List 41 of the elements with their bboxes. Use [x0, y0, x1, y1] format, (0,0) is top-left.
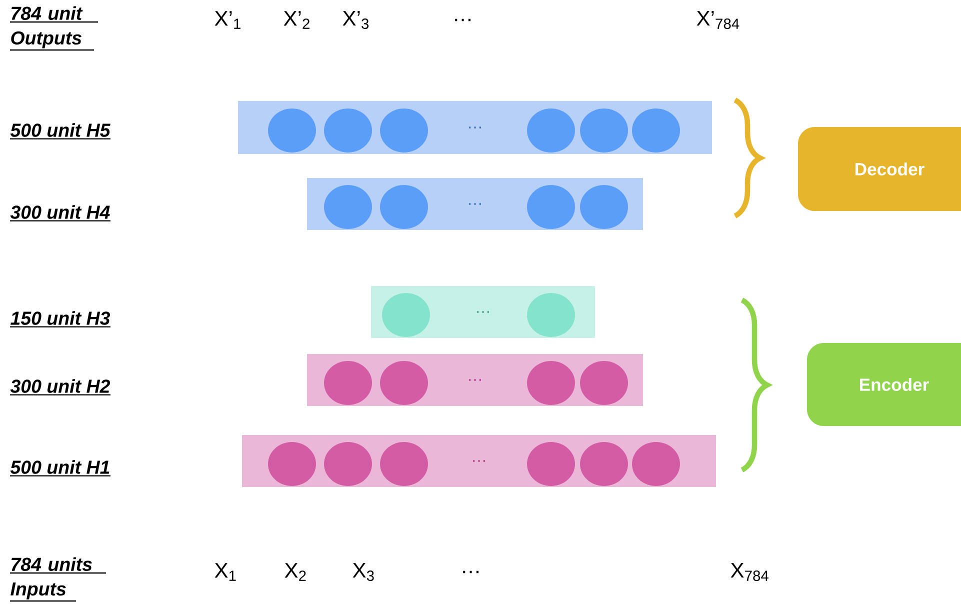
neuron-circle — [632, 442, 680, 486]
layer-label: 500 unit H1 — [10, 460, 110, 476]
unit-label: X$_{2}$ — [284, 563, 306, 581]
unit-label: X’$_{2}$ — [284, 11, 310, 29]
unit-label: … — [455, 18, 470, 22]
neuron-circle — [380, 361, 428, 405]
label-box: Decoder — [798, 127, 961, 211]
neuron-circle — [527, 442, 575, 486]
unit-label: X$_{1}$ — [214, 563, 236, 581]
neuron-circle — [580, 361, 628, 405]
unit-label: X$_{3}$ — [352, 563, 374, 581]
neuron-circle — [580, 108, 628, 152]
neuron-circle — [380, 108, 428, 152]
unit-label: X’$_{1}$ — [214, 11, 240, 29]
neuron-circle — [324, 442, 372, 486]
neuron-circle — [380, 442, 428, 486]
neuron-circle — [380, 185, 428, 229]
unit-label: X’$_{784}$ — [696, 11, 740, 29]
unit-label: … — [463, 570, 478, 574]
neuron-circle — [324, 185, 372, 229]
neuron-circle — [580, 185, 628, 229]
layer-label: 150 unit H3 — [10, 311, 110, 328]
neuron-circle — [324, 361, 372, 405]
neuron-circle — [632, 108, 680, 152]
unit-label: X’$_{3}$ — [342, 11, 369, 29]
layer-label: 784 units Inputs — [10, 557, 106, 602]
label-box: Encoder — [807, 343, 961, 426]
layer-label: 784 unit Outputs — [10, 6, 98, 51]
layer-label: 300 unit H4 — [10, 205, 110, 222]
neuron-circle — [527, 293, 575, 337]
neuron-circle — [527, 108, 575, 152]
neuron-circle — [527, 361, 575, 405]
layer-label: 300 unit H2 — [10, 379, 110, 396]
neuron-circle — [382, 293, 430, 337]
neuron-circle — [268, 442, 316, 486]
neuron-circle — [580, 442, 628, 486]
neuron-circle — [527, 185, 575, 229]
neuron-circle — [268, 108, 316, 152]
neuron-circle — [324, 108, 372, 152]
layer-label: 500 unit H5 — [10, 123, 110, 140]
unit-label: X$_{784}$ — [730, 563, 768, 581]
